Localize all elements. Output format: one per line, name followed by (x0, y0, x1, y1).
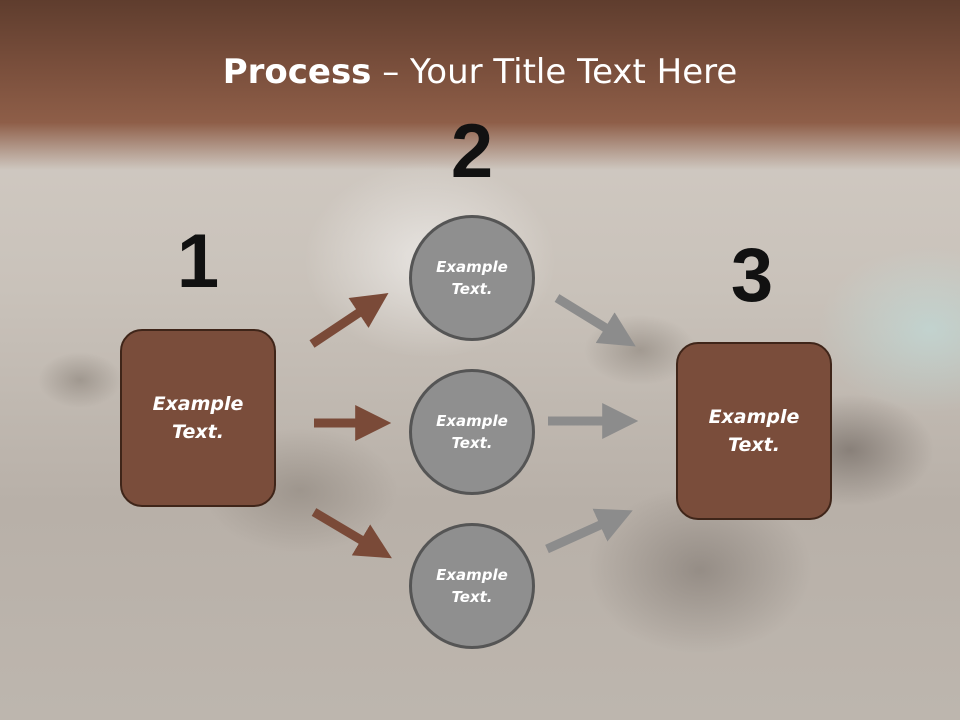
arrow-left-to-bottom (311, 508, 392, 559)
circle-bottom-line2: Text. (451, 588, 493, 606)
right-box-line2: Text. (728, 434, 780, 456)
step-number-3: 3 (730, 233, 774, 318)
left-step-box[interactable]: Example Text. (120, 329, 276, 507)
step-number-2: 2 (450, 109, 494, 194)
title-rest: – Your Title Text Here (371, 52, 738, 92)
step-number-1: 1 (176, 219, 220, 304)
circle-middle-text: Example Text. (436, 410, 508, 455)
circle-bottom-line1: Example (436, 565, 508, 584)
title-banner (0, 0, 960, 170)
circle-bottom[interactable]: Example Text. (409, 523, 535, 649)
title-bold: Process (222, 52, 372, 92)
arrow-left-to-top (309, 293, 389, 348)
right-step-box[interactable]: Example Text. (676, 342, 832, 520)
left-box-text: Example Text. (153, 390, 244, 447)
circle-top-line2: Text. (451, 280, 493, 298)
circle-middle[interactable]: Example Text. (409, 369, 535, 495)
circle-bottom-text: Example Text. (436, 564, 508, 609)
circle-middle-line2: Text. (451, 434, 493, 452)
circle-middle-line1: Example (436, 411, 508, 430)
arrow-top-to-right (554, 294, 636, 347)
circle-top-line1: Example (436, 257, 508, 276)
left-box-line2: Text. (172, 421, 224, 443)
slide-title: Process – Your Title Text Here (0, 52, 960, 92)
arrow-bottom-to-right (545, 508, 633, 554)
left-box-line1: Example (152, 392, 244, 415)
circle-top[interactable]: Example Text. (409, 215, 535, 341)
right-box-line1: Example (708, 405, 800, 428)
circle-top-text: Example Text. (436, 256, 508, 301)
right-box-text: Example Text. (709, 403, 800, 460)
